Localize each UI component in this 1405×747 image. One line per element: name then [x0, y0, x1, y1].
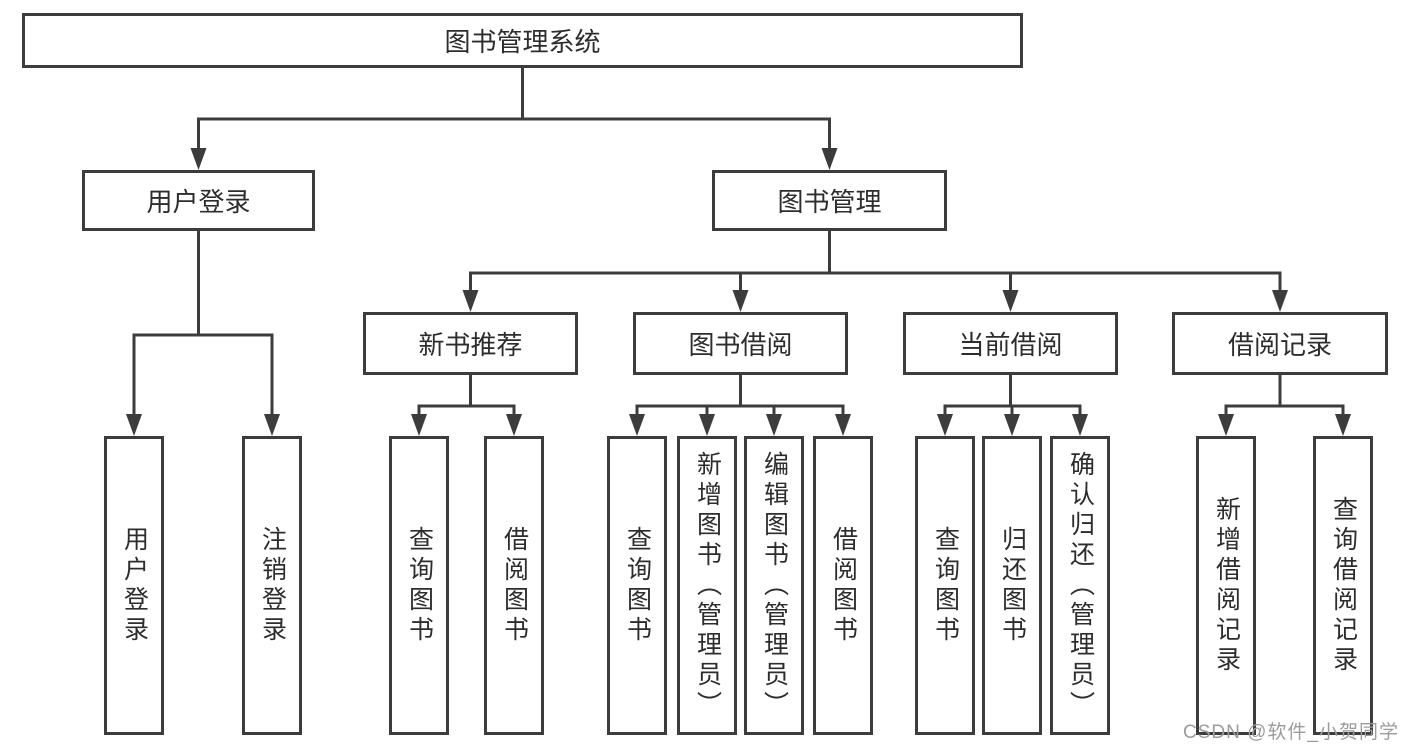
arrowhead-icon [835, 414, 851, 436]
node-user-login: 用户登录 [82, 170, 315, 231]
node-current-borrow: 当前借阅 [903, 312, 1118, 375]
node-label-bb-add-book: 新增图书（管理员） [693, 450, 722, 721]
arrowhead-icon [506, 414, 522, 436]
node-cb-return-book: 归还图书 [982, 436, 1042, 735]
node-label-bb-edit-book: 编辑图书（管理员） [760, 450, 789, 721]
arrowhead-icon [732, 290, 749, 312]
arrowhead-icon [821, 148, 838, 170]
arrowhead-icon [1272, 290, 1288, 312]
node-root: 图书管理系统 [22, 13, 1023, 68]
node-br-query-record: 查询借阅记录 [1313, 436, 1373, 735]
node-cb-query-book: 查询图书 [915, 436, 975, 735]
arrowhead-icon [1004, 414, 1020, 436]
arrowhead-icon [411, 414, 427, 436]
node-label-new-book-rec: 新书推荐 [418, 330, 523, 360]
node-label-cb-confirm-return: 确认归还（管理员） [1066, 450, 1095, 721]
node-label-rec-query-book: 查询图书 [405, 525, 434, 646]
arrowhead-icon [264, 414, 280, 436]
node-rec-borrow-book: 借阅图书 [484, 436, 544, 735]
node-label-user-login-leaf: 用户登录 [120, 525, 149, 646]
node-label-book-mgmt: 图书管理 [777, 187, 882, 217]
arrowhead-icon [1002, 290, 1019, 312]
arrowhead-icon [126, 414, 142, 436]
arrowhead-icon [699, 414, 715, 436]
arrowhead-icon [462, 290, 479, 312]
node-label-bb-borrow-book: 借阅图书 [829, 525, 858, 646]
node-user-login-leaf: 用户登录 [104, 436, 164, 735]
arrowhead-icon [937, 414, 953, 436]
arrowhead-icon [1072, 414, 1088, 436]
node-logout-leaf: 注销登录 [242, 436, 302, 735]
node-bb-query-book: 查询图书 [607, 436, 667, 735]
node-label-book-borrow: 图书借阅 [688, 330, 793, 360]
node-bb-add-book: 新增图书（管理员） [677, 436, 737, 735]
node-label-logout-leaf: 注销登录 [258, 525, 287, 646]
node-label-bb-query-book: 查询图书 [623, 525, 652, 646]
node-label-br-add-record: 新增借阅记录 [1212, 495, 1241, 676]
node-bb-borrow-book: 借阅图书 [813, 436, 873, 735]
arrowhead-icon [629, 414, 645, 436]
node-bb-edit-book: 编辑图书（管理员） [744, 436, 804, 735]
node-br-add-record: 新增借阅记录 [1196, 436, 1256, 735]
node-new-book-rec: 新书推荐 [363, 312, 578, 375]
arrowhead-icon [1335, 414, 1351, 436]
arrowhead-icon [1218, 414, 1234, 436]
node-book-borrow: 图书借阅 [633, 312, 848, 375]
arrowhead-icon [190, 148, 207, 170]
node-label-br-query-record: 查询借阅记录 [1329, 495, 1358, 676]
node-borrow-record: 借阅记录 [1172, 312, 1388, 375]
node-rec-query-book: 查询图书 [389, 436, 449, 735]
node-label-current-borrow: 当前借阅 [958, 330, 1063, 360]
node-label-borrow-record: 借阅记录 [1227, 330, 1332, 360]
node-label-cb-return-book: 归还图书 [998, 525, 1027, 646]
node-cb-confirm-return: 确认归还（管理员） [1050, 436, 1110, 735]
node-label-rec-borrow-book: 借阅图书 [500, 525, 529, 646]
node-label-user-login: 用户登录 [146, 187, 251, 217]
node-label-cb-query-book: 查询图书 [931, 525, 960, 646]
arrowhead-icon [766, 414, 782, 436]
node-book-mgmt: 图书管理 [712, 170, 947, 231]
node-label-root: 图书管理系统 [444, 27, 601, 57]
